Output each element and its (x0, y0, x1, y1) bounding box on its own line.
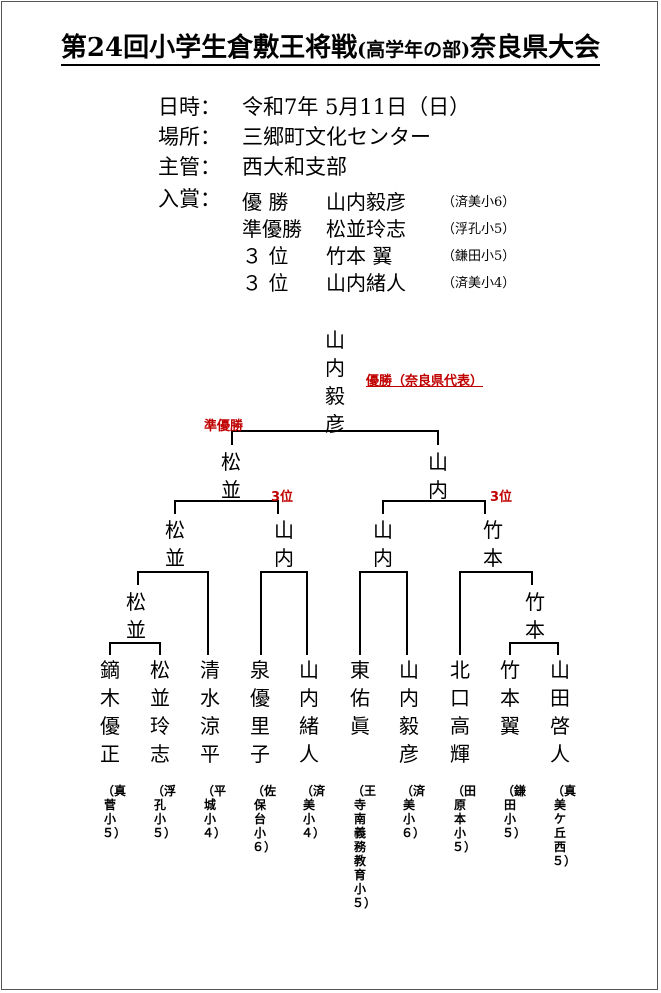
final-right-name: 山内 (428, 450, 448, 502)
bracket-line-r1-right (459, 571, 533, 655)
bracket-line-r1-mid-left (260, 571, 308, 655)
player-name: 松並玲志 (150, 658, 170, 766)
award-name: 松並玲志 (326, 217, 406, 241)
player-school: （済美小４） (301, 784, 326, 840)
place-value: 三郷町文化センター (242, 125, 431, 149)
player-school: （王寺南義務教育小５） (352, 784, 377, 910)
player-school: （済美小６） (401, 784, 426, 840)
player-name: 山内毅彦 (399, 658, 419, 766)
host-row: 主管： 西大和支部 (158, 152, 347, 182)
title-division: (高学年の部) (357, 39, 471, 61)
player-school: （真美ケ丘西５） (552, 784, 577, 868)
bracket-line-semi-left (174, 500, 279, 514)
award-school: （済美小6） (442, 195, 516, 210)
bracket-line-semi-right (382, 500, 486, 514)
third-note-right: 3位 (490, 490, 513, 505)
runner-up-note: 準優勝 (204, 419, 244, 434)
quarter-left-name: 松並 (126, 590, 146, 642)
place-label: 場所： (158, 125, 221, 149)
player-school: （浮孔小５） (152, 784, 177, 840)
award-school: （鎌田小5） (442, 249, 516, 264)
award-name: 山内緒人 (326, 271, 406, 295)
bracket-line-final (231, 430, 439, 445)
semi-name: 竹本 (483, 518, 503, 570)
player-name: 竹本 翼 (500, 658, 540, 738)
bracket-line-leaf-left (109, 642, 161, 655)
award-rank: 準優勝 (242, 217, 302, 241)
date-label: 日時： (158, 95, 221, 119)
bracket-line-r1-mid-right (359, 571, 408, 655)
award-rank: ３ 位 (242, 244, 289, 268)
player-name: 山内緒人 (299, 658, 319, 766)
award-label: 入賞： (158, 187, 221, 211)
third-note-left: 3位 (271, 490, 294, 505)
bracket-line-r1-left (137, 571, 209, 655)
host-value: 西大和支部 (242, 155, 347, 179)
award-rank: ３ 位 (242, 271, 289, 295)
player-name: 東 佑眞 (350, 658, 390, 738)
player-name: 清水涼平 (200, 658, 220, 766)
player-name: 鏑木優正 (100, 658, 120, 766)
champion-name: 山内毅彦 (325, 328, 345, 436)
semi-name: 山内 (274, 518, 294, 570)
semi-name: 松並 (165, 518, 185, 570)
bracket-line-leaf-right (509, 642, 559, 655)
date-value: 令和7年 5月11日（日） (242, 95, 471, 119)
player-name: 北口高輝 (450, 658, 470, 766)
date-row: 日時： 令和7年 5月11日（日） (158, 92, 470, 122)
place-row: 場所： 三郷町文化センター (158, 122, 431, 152)
award-school: （浮孔小5） (442, 222, 516, 237)
player-school: （鎌田小５） (502, 784, 527, 840)
player-name: 泉優里子 (250, 658, 270, 766)
award-name: 山内毅彦 (326, 190, 406, 214)
final-left-name: 松並 (221, 450, 241, 502)
award-name: 竹本 翼 (326, 244, 393, 268)
semi-name: 山内 (373, 518, 393, 570)
title-main-c: 奈良県大会 (470, 33, 601, 63)
title-main-a: 第24回小学生倉敷王将戦 (60, 33, 358, 63)
player-school: （佐保台小６） (252, 784, 277, 854)
award-label-row: 入賞： (158, 184, 242, 214)
host-label: 主管： (158, 155, 221, 179)
award-rank: 優 勝 (242, 190, 289, 214)
player-school: （田原本小５） (452, 784, 477, 854)
page-title: 第24回小学生倉敷王将戦(高学年の部)奈良県大会 (0, 28, 661, 70)
award-school: （済美小4） (442, 276, 516, 291)
player-school: （真菅小５） (102, 784, 127, 840)
quarter-right-name: 竹本 (525, 590, 545, 642)
player-school: （平城小４） (202, 784, 227, 840)
player-name: 山田啓人 (550, 658, 570, 766)
champion-note: 優勝（奈良県代表） (366, 374, 484, 389)
